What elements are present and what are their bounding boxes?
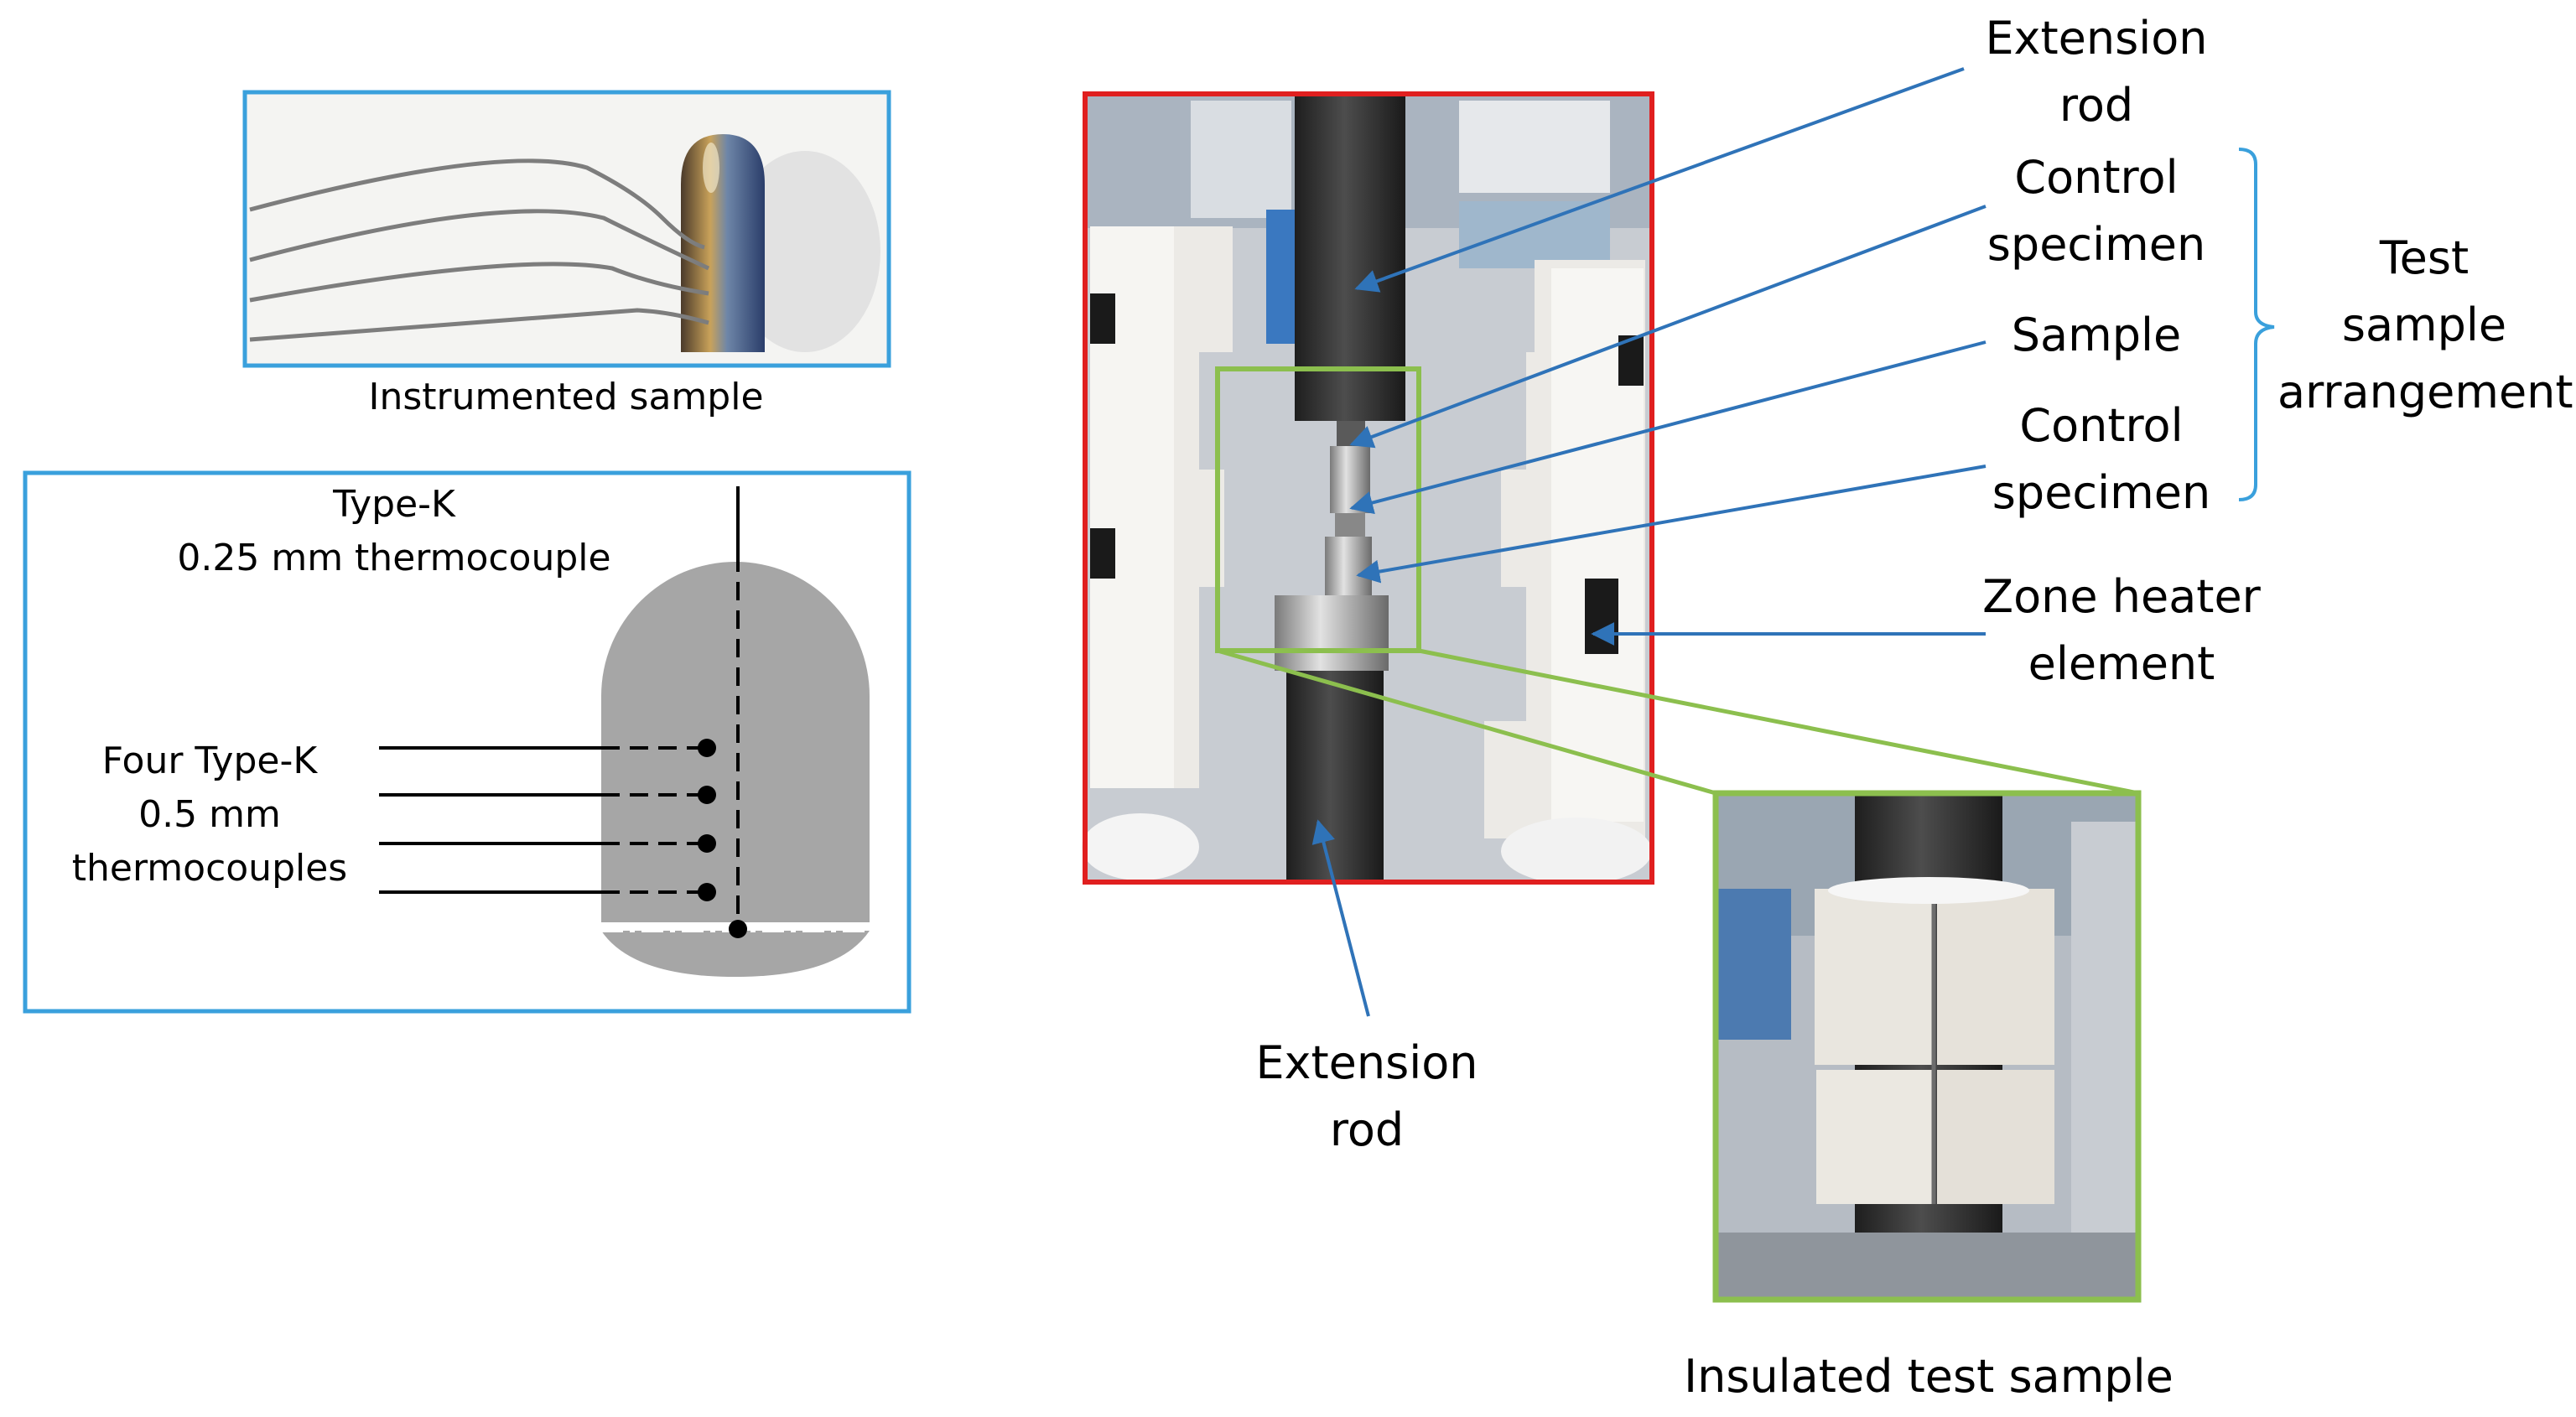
zone-heater-label: Zone heater element — [1962, 563, 2281, 698]
zone-heater-line2: element — [2028, 637, 2215, 690]
extension-rod-bottom-label: Extension rod — [1233, 1030, 1501, 1164]
instrumented-sample-caption: Instrumented sample — [368, 376, 764, 418]
extension-rod-bottom-line1: Extension — [1255, 1036, 1478, 1089]
instrumented-sample-photo — [242, 90, 891, 368]
callout-arrows — [1311, 67, 1987, 1017]
group-brace — [2238, 148, 2275, 501]
group-label-line2: sample — [2341, 298, 2507, 351]
type-k-top-line1: Type-K — [333, 483, 455, 526]
control-specimen-top-line2: specimen — [1987, 218, 2206, 271]
control-specimen-top-label: Control specimen — [1962, 144, 2231, 278]
four-type-k-line1: Four Type-K — [101, 740, 318, 782]
arrow-extension-rod-bottom — [1311, 819, 1370, 1017]
control-specimen-bottom-line2: specimen — [1992, 466, 2211, 519]
control-specimen-top-line1: Control — [2014, 151, 2179, 204]
arrow-control-specimen-bottom — [1356, 465, 1987, 584]
insulated-sample-inset — [1712, 790, 2142, 1303]
extension-rod-top-line2: rod — [2059, 79, 2134, 132]
four-type-k-line2: 0.5 mm — [138, 793, 281, 836]
thermocouple-diagram — [23, 470, 911, 1014]
extension-rod-top-line1: Extension — [1985, 12, 2208, 65]
extension-rod-bottom-line2: rod — [1329, 1103, 1405, 1156]
zone-heater-line1: Zone heater — [1982, 570, 2261, 623]
sample-label: Sample — [2011, 309, 2182, 361]
type-k-top-label: Type-K 0.25 mm thermocouple — [143, 478, 646, 585]
control-specimen-bottom-line1: Control — [2019, 399, 2184, 452]
test-setup-photo — [1082, 91, 1654, 885]
four-type-k-line3: thermocouples — [71, 847, 348, 890]
type-k-top-line2: 0.25 mm thermocouple — [177, 537, 611, 579]
group-label-line1: Test — [2379, 231, 2470, 284]
extension-rod-top-label: Extension rod — [1962, 5, 2231, 139]
insulated-sample-caption: Insulated test sample — [1684, 1350, 2174, 1403]
arrow-control-specimen-top — [1349, 205, 1987, 449]
group-label: Test sample arrangement — [2277, 225, 2573, 426]
four-type-k-label: Four Type-K 0.5 mm thermocouples — [42, 734, 377, 895]
zoom-connector — [1217, 648, 2139, 796]
arrow-sample — [1349, 340, 1987, 515]
control-specimen-bottom-label: Control specimen — [1967, 392, 2236, 527]
arrow-extension-rod-top — [1354, 67, 1965, 293]
group-label-line3: arrangement — [2277, 366, 2573, 418]
